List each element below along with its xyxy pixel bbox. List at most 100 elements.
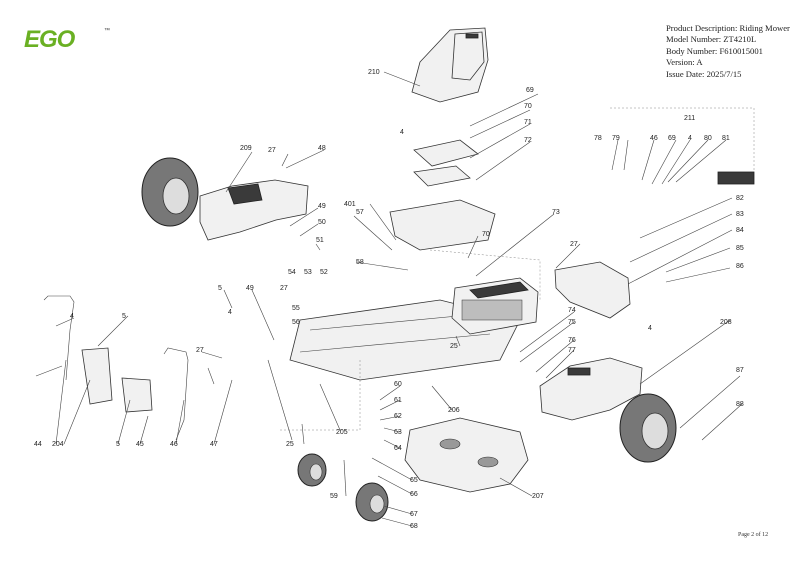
callout-label: 85 [736, 245, 744, 252]
callout-label: 211 [684, 115, 695, 122]
mower-deck-illustration [404, 417, 529, 493]
callout-label: 87 [736, 367, 744, 374]
callout-label: 69 [668, 135, 676, 142]
callout-label: 50 [318, 219, 326, 226]
left-caster-wheel-illustration [297, 453, 327, 487]
callout-label: 207 [532, 493, 544, 500]
callout-label: 49 [246, 285, 254, 292]
callout-label: 82 [736, 195, 744, 202]
callout-label: 5 [218, 285, 222, 292]
callout-label: 65 [410, 477, 418, 484]
callout-label: 58 [356, 259, 364, 266]
left-lever-bracket [81, 347, 113, 405]
callout-label: 208 [720, 319, 732, 326]
callout-label: 27 [280, 285, 288, 292]
logo-text: EGO [24, 26, 75, 53]
right-caster-wheel-illustration [355, 482, 389, 522]
seat-bracket-illustration [413, 165, 471, 187]
callout-label: 25 [286, 441, 294, 448]
seat-illustration [411, 27, 489, 103]
page-number: Page 2 of 12 [738, 532, 769, 538]
callout-label: 27 [268, 147, 276, 154]
callout-label: 75 [568, 319, 576, 326]
callout-label: 57 [356, 209, 364, 216]
callout-label: 78 [594, 135, 602, 142]
callout-label: 4 [70, 313, 74, 320]
product-description: Product Description: Riding Mower [666, 23, 790, 33]
callout-label: 68 [410, 523, 418, 530]
callout-label: 25 [450, 343, 458, 350]
callout-label: 77 [568, 347, 576, 354]
product-info-block: Product Description: Riding Mower Model … [666, 23, 790, 80]
callout-label: 71 [524, 119, 532, 126]
callout-label: 79 [612, 135, 620, 142]
callout-label: 4 [400, 129, 404, 136]
callout-label: 59 [330, 493, 338, 500]
callout-label: 52 [320, 269, 328, 276]
right-fender-illustration [539, 357, 643, 421]
callout-label: 5 [116, 441, 120, 448]
callout-label: 60 [394, 381, 402, 388]
left-rear-tire-illustration [141, 157, 199, 227]
seat-plate-illustration [413, 139, 479, 167]
callout-label: 66 [410, 491, 418, 498]
callout-labels: 210 69 70 71 72 4 27 48 209 49 50 51 401… [34, 69, 744, 530]
callout-label: 44 [34, 441, 42, 448]
callout-label: 54 [288, 269, 296, 276]
callout-label: 205 [336, 429, 348, 436]
control-lever-right [163, 347, 189, 441]
callout-label: 206 [448, 407, 460, 414]
callout-label: 67 [410, 511, 418, 518]
callout-label: 56 [292, 319, 300, 326]
callout-label: 49 [318, 203, 326, 210]
callout-label: 4 [648, 325, 652, 332]
callout-label: 46 [650, 135, 658, 142]
issue-date: Issue Date: 2025/7/15 [666, 68, 742, 79]
callout-label: 47 [210, 441, 218, 448]
callout-label: 61 [394, 397, 402, 404]
callout-label: 63 [394, 429, 402, 436]
seat-frame-illustration [389, 199, 496, 251]
callout-label: 69 [526, 87, 534, 94]
callout-label: 74 [568, 307, 576, 314]
callout-label: 72 [524, 137, 532, 144]
callout-label: 4 [688, 135, 692, 142]
callout-label: 401 [344, 201, 356, 208]
callout-label: 210 [368, 69, 380, 76]
right-rear-tire-illustration [619, 393, 677, 463]
callout-label: 27 [196, 347, 204, 354]
callout-label: 5 [122, 313, 126, 320]
body-number: Body Number: F610015001 [666, 45, 763, 56]
callout-label: 88 [736, 401, 744, 408]
callout-label: 80 [704, 135, 712, 142]
callout-label: 204 [52, 441, 64, 448]
left-fender-illustration [199, 179, 309, 241]
model-number: Model Number: ZT4210L [666, 34, 757, 45]
callout-label: 55 [292, 305, 300, 312]
callout-label: 48 [318, 145, 326, 152]
callout-label: 86 [736, 263, 744, 270]
battery-pack-illustration [451, 277, 539, 335]
callout-label: 45 [136, 441, 144, 448]
callout-label: 70 [524, 103, 532, 110]
callout-label: 83 [736, 211, 744, 218]
version: Version: A [666, 57, 703, 68]
callout-label: 84 [736, 227, 744, 234]
callout-label: 70 [482, 231, 490, 238]
callout-label: 73 [552, 209, 560, 216]
callout-label: 53 [304, 269, 312, 276]
ego-logo: EGO ™ [24, 26, 110, 53]
rear-housing-illustration [554, 261, 631, 319]
small-parts-kit-box [717, 171, 755, 185]
callout-label: 62 [394, 413, 402, 420]
callout-label: 27 [570, 241, 578, 248]
control-lever-left [43, 295, 75, 381]
callout-label: 46 [170, 441, 178, 448]
callout-label: 4 [228, 309, 232, 316]
callout-label: 81 [722, 135, 730, 142]
callout-label: 64 [394, 445, 402, 452]
callout-label: 51 [316, 237, 324, 244]
left-pivot-bracket [121, 377, 153, 413]
